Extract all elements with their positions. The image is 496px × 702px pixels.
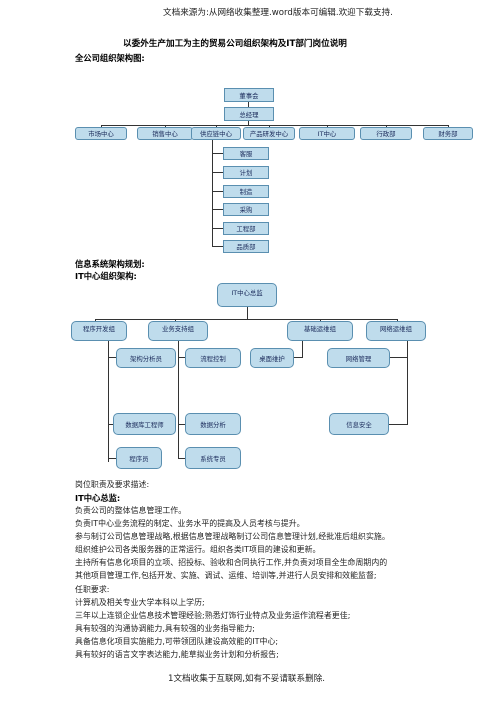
- document-title: 以委外生产加工为主的贸易公司组织架构及IT部门岗位说明: [123, 39, 347, 49]
- box-group-network: 网络运维组: [366, 321, 426, 341]
- box-dept-finance: 财务部: [423, 127, 473, 140]
- info-planning-heading: 信息系统架构规划:: [75, 259, 145, 269]
- box-dept-supply-chain: 供应链中心: [191, 127, 241, 140]
- box-unit-engineering: 工程部: [223, 222, 269, 235]
- box-it-director: IT中心总监: [217, 283, 277, 307]
- director-heading: IT中心总监:: [75, 493, 121, 503]
- box-dept-admin: 行政部: [360, 127, 412, 140]
- box-dept-it: IT中心: [299, 127, 355, 140]
- director-line: 任职要求:: [75, 585, 110, 594]
- box-role-programmer: 程序员: [116, 447, 162, 469]
- director-line: 具备信息化项目实施能力,可带领团队建设高效能的IT中心;: [75, 637, 279, 646]
- box-dept-marketing: 市场中心: [75, 127, 127, 140]
- box-role-system-specialist: 系统专员: [185, 447, 241, 469]
- box-group-support: 业务支持组: [148, 321, 208, 341]
- box-group-infra: 基础运维组: [287, 321, 353, 341]
- box-unit-customer-service: 客服: [223, 147, 269, 160]
- director-line: 具有较好的语言文字表达能力,能草拟业务计划和分析报告;: [75, 650, 279, 659]
- box-general-manager: 总经理: [224, 107, 274, 121]
- director-line: 三年以上连锁企业信息技术管理经验;熟悉灯饰行业特点及业务运作流程者更佳;: [75, 611, 351, 620]
- box-role-dba: 数据库工程师: [113, 413, 176, 435]
- box-dept-sales: 销售中心: [137, 127, 193, 140]
- box-board: 董事会: [224, 88, 274, 102]
- header-note: 文档来源为:从网络收集整理.word版本可编辑.欢迎下载支持.: [163, 8, 393, 18]
- box-dept-rnd: 产品研发中心: [243, 127, 295, 140]
- director-line: 负责公司的整体信息管理工作。: [75, 506, 187, 515]
- box-role-info-security: 信息安全: [329, 413, 389, 435]
- box-unit-quality: 品质部: [223, 240, 269, 253]
- box-unit-planning: 计划: [223, 166, 269, 179]
- box-role-data-analysis: 数据分析: [185, 413, 241, 435]
- director-line: 其他项目管理工作,包括开发、实施、调试、运维、培训等,并进行人员安排和效能监督;: [75, 571, 377, 580]
- box-unit-manufacturing: 制造: [223, 185, 269, 198]
- director-line: 主持所有信息化项目的立项、招投标、验收和合同执行工作,并负责对项目全生命周期内的: [75, 558, 388, 567]
- duty-intro: 岗位职责及要求描述:: [75, 480, 150, 489]
- box-unit-purchasing: 采购: [223, 203, 269, 216]
- box-role-architect: 架构分析员: [116, 348, 176, 368]
- box-role-network-management: 网络管理: [327, 348, 390, 368]
- director-line: 组织维护公司各类服务器的正常运行。组织各类IT项目的建设和更新。: [75, 545, 321, 554]
- box-role-desktop-maintenance: 桌面维护: [250, 348, 294, 368]
- director-line: 计算机及相关专业大学本科以上学历;: [75, 598, 205, 607]
- company-chart-heading: 全公司组织架构图:: [75, 53, 145, 63]
- footer-note: 1文档收集于互联网,如有不妥请联系删除.: [168, 674, 326, 684]
- it-chart-heading: IT中心组织架构:: [75, 271, 137, 281]
- box-role-process-control: 流程控制: [185, 348, 241, 368]
- director-line: 具有较强的沟通协调能力,具有较强的业务指导能力;: [75, 624, 255, 633]
- director-line: 参与制订公司信息管理战略,根据信息管理战略制订公司信息管理计划,经批准后组织实施…: [75, 532, 390, 541]
- box-group-dev: 程序开发组: [71, 321, 127, 341]
- director-line: 负责IT中心业务流程的制定、业务水平的提高及人员考核与提升。: [75, 519, 305, 528]
